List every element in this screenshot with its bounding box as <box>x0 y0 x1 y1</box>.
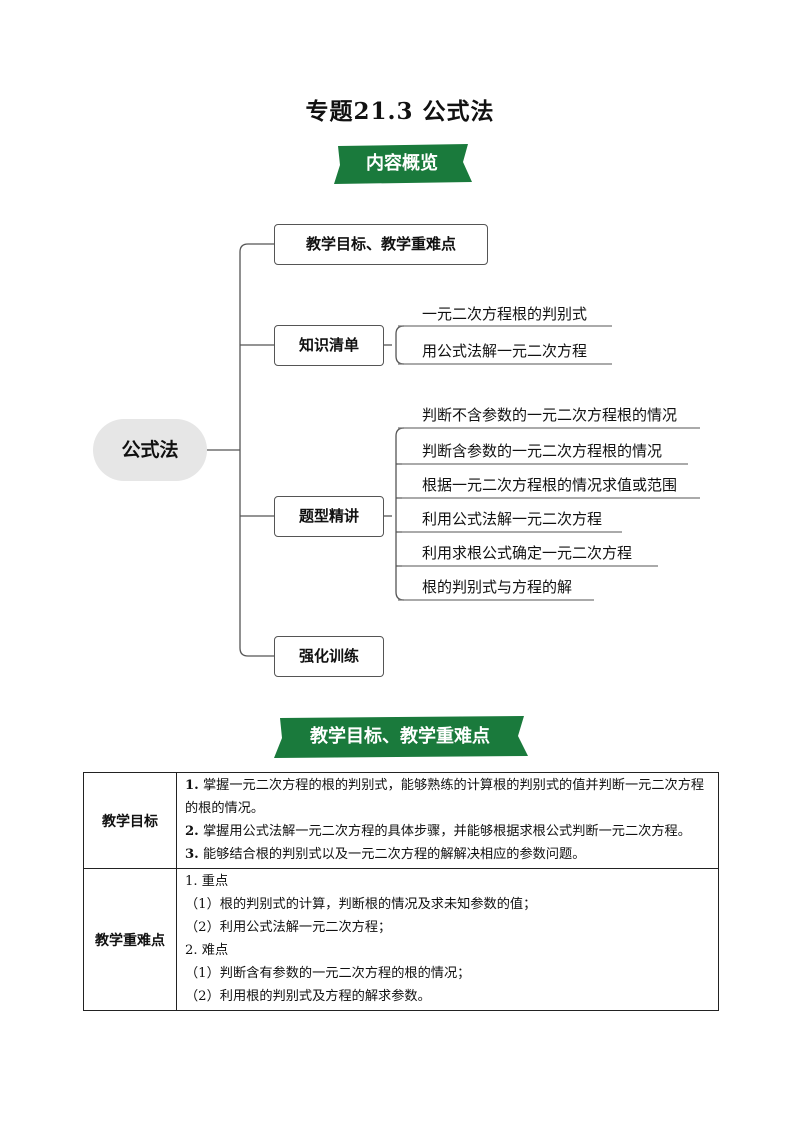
goals-banner-label: 教学目标、教学重难点 <box>310 726 490 747</box>
key-point-line: （2）利用根的判别式及方程的解求参数。 <box>185 989 431 1004</box>
mindmap-root: 公式法 <box>93 419 207 481</box>
mindmap-connectors <box>207 243 700 657</box>
mindmap-leaf: 利用公式法解一元二次方程 <box>422 510 603 528</box>
banner-shape <box>274 716 528 758</box>
goal-item: 3. 能够结合根的判别式以及一元二次方程的解解决相应的参数问题。 <box>185 843 712 866</box>
mindmap-branch-goals: 教学目标、教学重难点 <box>274 224 488 265</box>
mindmap-leaf: 一元二次方程根的判别式 <box>422 305 588 323</box>
banner-shape <box>334 144 472 184</box>
table-row-head: 教学目标 <box>83 772 177 869</box>
table-row: 教学目标 1. 掌握一元二次方程的根的判别式，能够熟练的计算根的判别式的值并判断… <box>83 772 719 869</box>
goals-banner: 教学目标、教学重难点 <box>272 716 528 758</box>
overview-banner-label: 内容概览 <box>366 153 438 174</box>
key-point-line: 1. 重点 <box>185 874 229 889</box>
mindmap-leaf: 用公式法解一元二次方程 <box>422 342 588 360</box>
table-cell: 1. 掌握一元二次方程的根的判别式，能够熟练的计算根的判别式的值并判断一元二次方… <box>176 772 719 869</box>
mindmap-leaf: 根的判别式与方程的解 <box>422 578 573 596</box>
goals-table: 教学目标 1. 掌握一元二次方程的根的判别式，能够熟练的计算根的判别式的值并判断… <box>83 772 719 1011</box>
goal-item-number: 2. <box>185 824 199 839</box>
mindmap-leaf: 利用求根公式确定一元二次方程 <box>422 544 633 562</box>
mindmap-leaf: 判断含参数的一元二次方程根的情况 <box>422 442 663 460</box>
goal-item-number: 1. <box>185 778 199 793</box>
mindmap-branch-question-types: 题型精讲 <box>274 496 384 537</box>
goal-item-number: 3. <box>185 847 199 862</box>
table-cell: 1. 重点 （1）根的判别式的计算，判断根的情况及求未知参数的值； （2）利用公… <box>176 868 719 1011</box>
key-point-line: （1）判断含有参数的一元二次方程的根的情况； <box>185 966 471 981</box>
key-point-line: （1）根的判别式的计算，判断根的情况及求未知参数的值； <box>185 897 537 912</box>
table-row: 教学重难点 1. 重点 （1）根的判别式的计算，判断根的情况及求未知参数的值； … <box>83 868 719 1011</box>
goal-item: 2. 掌握用公式法解一元二次方程的具体步骤，并能够根据求根公式判断一元二次方程。 <box>185 820 712 843</box>
goal-item-text: 掌握一元二次方程的根的判别式，能够熟练的计算根的判别式的值并判断一元二次方程的根… <box>185 778 705 816</box>
mindmap-branch-training: 强化训练 <box>274 636 384 677</box>
mindmap-branch-knowledge: 知识清单 <box>274 325 384 366</box>
page-title: 专题21.3 公式法 <box>305 98 495 125</box>
table-row-head: 教学重难点 <box>83 868 177 1011</box>
mindmap-leaf: 根据一元二次方程根的情况求值或范围 <box>422 476 678 494</box>
mindmap-leaf: 判断不含参数的一元二次方程根的情况 <box>422 406 678 424</box>
goal-item: 1. 掌握一元二次方程的根的判别式，能够熟练的计算根的判别式的值并判断一元二次方… <box>185 774 712 820</box>
key-point-line: 2. 难点 <box>185 943 229 958</box>
goal-item-text: 掌握用公式法解一元二次方程的具体步骤，并能够根据求根公式判断一元二次方程。 <box>202 824 691 839</box>
goal-item-text: 能够结合根的判别式以及一元二次方程的解解决相应的参数问题。 <box>202 847 586 862</box>
overview-banner: 内容概览 <box>332 144 472 184</box>
key-point-line: （2）利用公式法解一元二次方程； <box>185 920 392 935</box>
